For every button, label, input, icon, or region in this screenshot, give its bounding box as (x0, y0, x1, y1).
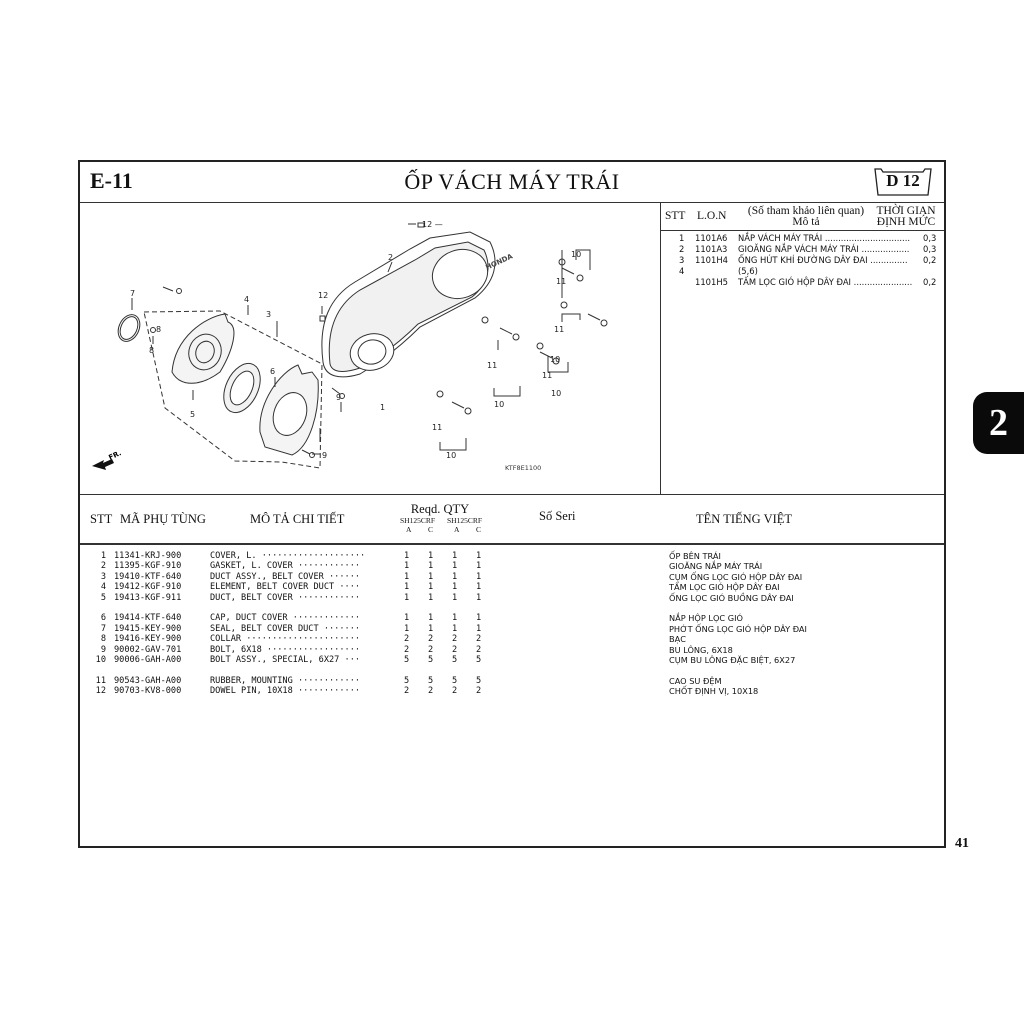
front-arrow-icon: FR. (92, 449, 123, 470)
labor-row: 2 1101A3 GIOĂNG NẮP VÁCH MÁY TRÁI ......… (679, 244, 937, 254)
svg-text:10: 10 (494, 400, 504, 409)
col-a2: A (454, 525, 460, 534)
svg-text:FR.: FR. (107, 449, 122, 462)
badge-label: D 12 (886, 171, 920, 190)
svg-text:10: 10 (551, 389, 561, 398)
callout-12: 12 — (422, 220, 443, 229)
parts-table-header: STT MÃ PHỤ TÙNG MÔ TẢ CHI TIẾT Reqd. QTY… (80, 495, 944, 543)
col-viet-name: TÊN TIẾNG VIỆT (696, 512, 793, 526)
section-divider (80, 494, 944, 495)
svg-text:5: 5 (190, 410, 195, 419)
col-time-1: THỜI GIAN (876, 205, 936, 217)
svg-text:1: 1 (380, 403, 385, 412)
col-qty: Reqd. QTY (410, 502, 470, 516)
col-serial: Số Seri (539, 509, 576, 523)
svg-text:9: 9 (322, 451, 327, 460)
section-code: E-11 (90, 168, 133, 193)
svg-text:11: 11 (556, 277, 566, 286)
page-number: 41 (955, 836, 969, 851)
col-stt: STT (665, 210, 686, 222)
svg-text:4: 4 (244, 295, 249, 304)
svg-text:11: 11 (542, 371, 552, 380)
title-bar: E-11 ỐP VÁCH MÁY TRÁI D 12 (80, 162, 944, 203)
svg-text:10: 10 (571, 250, 581, 259)
labor-time-table: STT L.O.N (Số tham khảo liên quan) Mô tả… (661, 202, 944, 494)
svg-text:8: 8 (156, 325, 161, 334)
svg-text:7: 7 (130, 289, 135, 298)
honda-logo-text: HONDA (484, 252, 514, 272)
col-model-1: SH125CRF (400, 516, 436, 525)
parts-catalog-page: E-11 ỐP VÁCH MÁY TRÁI D 12 (78, 160, 946, 848)
col-c2: C (476, 525, 482, 534)
svg-text:11: 11 (554, 325, 564, 334)
left-crankcase-cover-exploded-view-icon: 12 — 2 7 12 3 8 4 6 8 5 9 9 1 10 11 11 1… (92, 220, 608, 472)
col-stt: STT (90, 512, 113, 526)
header-divider (80, 543, 944, 545)
svg-text:6: 6 (270, 367, 275, 376)
svg-text:9: 9 (336, 393, 341, 402)
col-time-2: ĐỊNH MỨC (876, 216, 936, 228)
labor-row: 1101H5 TẤM LỌC GIÓ HỘP DÂY ĐAI .........… (695, 277, 937, 287)
diagram-code: KTF8E1100 (505, 464, 541, 472)
col-lon: L.O.N (697, 210, 727, 222)
labor-row: 1 1101A6 NẮP VÁCH MÁY TRÁI .............… (679, 233, 937, 243)
col-model-2: SH125CRF (447, 516, 483, 525)
labor-row: 3 1101H4 ỐNG HÚT KHÍ ĐƯỜNG DÂY ĐAI .....… (679, 255, 937, 265)
col-a1: A (406, 525, 412, 534)
svg-text:10: 10 (550, 355, 560, 364)
svg-text:2: 2 (388, 253, 393, 262)
labor-rows: 1 1101A6 NẮP VÁCH MÁY TRÁI .............… (661, 233, 944, 288)
svg-text:12: 12 (318, 291, 328, 300)
labor-table-header: STT L.O.N (Số tham khảo liên quan) Mô tả… (661, 204, 944, 228)
exploded-diagram: 12 — 2 7 12 3 8 4 6 8 5 9 9 1 10 11 11 1… (80, 202, 661, 494)
labor-row: 4 (5,6) (679, 266, 758, 276)
page-title: ỐP VÁCH MÁY TRÁI (404, 169, 620, 194)
col-part-no: MÃ PHỤ TÙNG (120, 512, 206, 526)
col-desc-2: Mô tả (792, 216, 820, 228)
col-desc: MÔ TẢ CHI TIẾT (250, 512, 345, 526)
section-badge: D 12 (874, 168, 932, 196)
badge-frame-icon (874, 168, 932, 196)
svg-text:11: 11 (487, 361, 497, 370)
svg-text:11: 11 (432, 423, 442, 432)
svg-text:3: 3 (266, 310, 271, 319)
labor-header-divider (661, 230, 944, 231)
col-desc-1: (Số tham khảo liên quan) (747, 205, 865, 217)
svg-text:8: 8 (149, 346, 154, 355)
col-c1: C (428, 525, 434, 534)
chapter-tab: 2 (973, 392, 1024, 454)
svg-text:10: 10 (446, 451, 456, 460)
